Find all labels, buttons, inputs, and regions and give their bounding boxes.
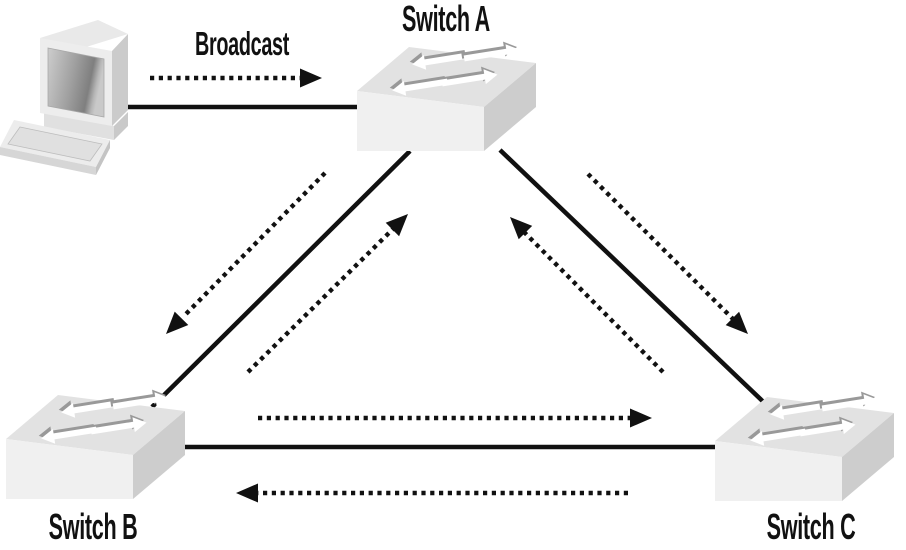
broadcast-label: Broadcast [195, 25, 289, 63]
switch-b-label: Switch B [49, 507, 138, 547]
switch-c-icon [715, 389, 894, 501]
arrowhead-down-left-icon [166, 311, 189, 334]
switch-c-label: Switch C [767, 507, 856, 547]
arrowhead-left-icon [236, 483, 258, 503]
arrowhead-up-right-icon [385, 214, 408, 237]
flow-switch-a-to-switch-b [166, 171, 327, 334]
flow-pc-to-switch-a [150, 68, 322, 88]
flow-switch-b-to-switch-a [246, 214, 408, 374]
monitor-side [112, 34, 128, 126]
broadcast-flows [150, 68, 748, 503]
keyboard-side [96, 140, 110, 175]
desktop-computer-icon [0, 20, 128, 175]
arrowhead-down-right-icon [725, 311, 748, 334]
switch-b-icon [6, 387, 185, 499]
arrowhead-up-left-icon [510, 217, 533, 240]
solid-links [118, 104, 777, 450]
arrowhead-right-icon [300, 68, 322, 88]
monitor-screen [47, 47, 105, 118]
flow-switch-c-to-switch-b [236, 483, 628, 503]
keyboard-front [0, 147, 96, 175]
flow-switch-c-to-switch-a [510, 217, 665, 374]
switch-a-icon [357, 39, 536, 151]
link-switch-a-switch-c [498, 148, 777, 415]
switch-a-label: Switch A [402, 0, 490, 39]
link-switch-a-switch-b [150, 149, 412, 409]
arrowhead-right-icon [630, 408, 652, 428]
keyboard-keys [7, 126, 103, 162]
flow-switch-a-to-switch-c [586, 172, 748, 334]
flow-switch-b-to-switch-c [258, 408, 652, 428]
